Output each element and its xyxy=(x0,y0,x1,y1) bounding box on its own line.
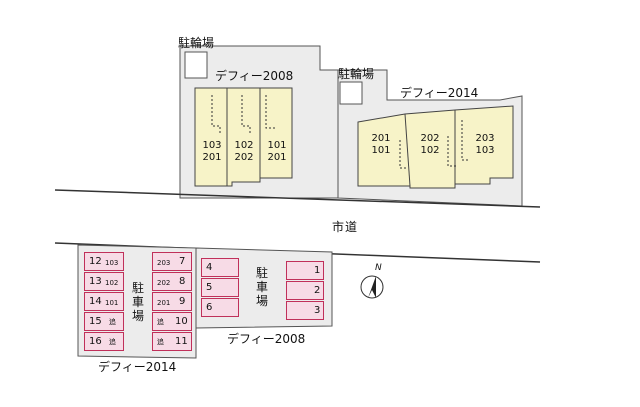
unit-number-bottom: 201 xyxy=(267,152,287,163)
unit-2008-right: 101 201 xyxy=(262,140,292,164)
unit-number-top: 102 xyxy=(234,140,254,151)
building-2008-footprint xyxy=(194,87,293,187)
parking-space: 202 8 xyxy=(152,272,192,291)
parking-space: 4 xyxy=(201,258,239,277)
unit-2014-left: 201 101 xyxy=(366,133,396,157)
unit-number-top: 101 xyxy=(267,140,287,151)
building-2008-label: デフィー2008 xyxy=(215,69,294,83)
parking-space: 12 103 xyxy=(84,252,124,271)
lot-mid-caption: デフィー2008 xyxy=(227,332,306,346)
unit-number-top: 202 xyxy=(420,133,440,144)
parking-space: 15 追 xyxy=(84,312,124,331)
parking-label-mid: 駐 車 場 xyxy=(255,266,268,308)
north-arrow xyxy=(360,275,384,299)
parking-space: 3 xyxy=(286,301,324,320)
bike-parking-right-label: 駐輪場 xyxy=(338,67,375,81)
unit-number-top: 103 xyxy=(202,140,222,151)
parking-space: 2 xyxy=(286,281,324,300)
parking-label-left: 駐 車 場 xyxy=(131,281,144,323)
unit-2008-middle: 102 202 xyxy=(229,140,259,164)
parking-space: 203 7 xyxy=(152,252,192,271)
parking-space: 13 102 xyxy=(84,272,124,291)
parking-space: 5 xyxy=(201,278,239,297)
parking-space: 6 xyxy=(201,298,239,317)
north-label: N xyxy=(375,263,382,273)
parking-space: 追 10 xyxy=(152,312,192,331)
unit-number-top: 203 xyxy=(475,133,495,144)
lot-left-caption: デフィー2014 xyxy=(98,360,177,374)
unit-2008-left: 103 201 xyxy=(197,140,227,164)
unit-number-bottom: 102 xyxy=(420,145,440,156)
unit-2014-middle: 202 102 xyxy=(415,133,445,157)
parking-space: 14 101 xyxy=(84,292,124,311)
parking-space: 追 11 xyxy=(152,332,192,351)
unit-number-bottom: 103 xyxy=(475,145,495,156)
unit-number-bottom: 202 xyxy=(234,152,254,163)
unit-2014-right: 203 103 xyxy=(470,133,500,157)
parking-space: 201 9 xyxy=(152,292,192,311)
bike-parking-right-box xyxy=(339,81,363,105)
unit-number-bottom: 101 xyxy=(371,145,391,156)
unit-number-bottom: 201 xyxy=(202,152,222,163)
road-edge-top xyxy=(54,189,541,208)
parking-space: 16 追 xyxy=(84,332,124,351)
bike-parking-left-label: 駐輪場 xyxy=(178,36,215,50)
parking-space: 1 xyxy=(286,261,324,280)
building-2014-label: デフィー2014 xyxy=(400,86,479,100)
road-label: 市道 xyxy=(332,220,359,234)
unit-number-top: 201 xyxy=(371,133,391,144)
bike-parking-left-box xyxy=(184,51,208,79)
